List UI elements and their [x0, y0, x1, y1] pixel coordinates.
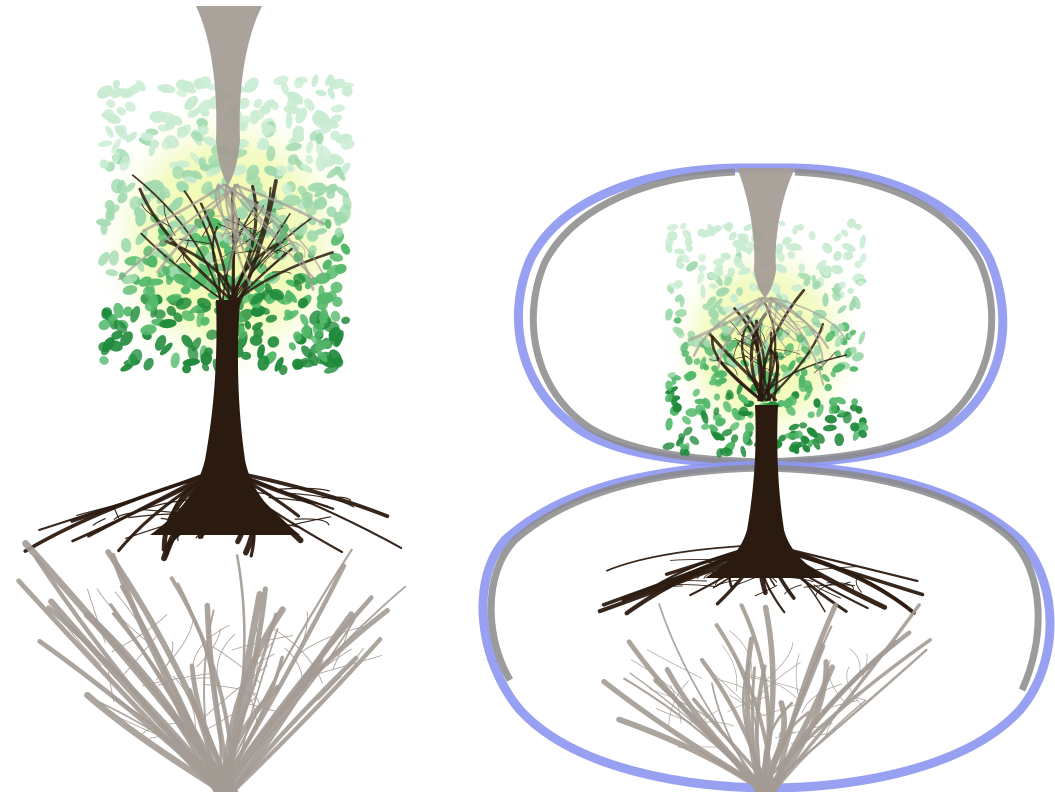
leaf	[688, 434, 701, 447]
root	[217, 634, 235, 683]
leaf	[666, 223, 678, 232]
root	[218, 566, 344, 792]
leaf	[740, 235, 748, 245]
leaf	[98, 355, 110, 366]
leaf	[674, 248, 685, 255]
root-system	[25, 470, 401, 558]
root	[163, 615, 194, 669]
leaf	[822, 293, 828, 307]
leaf	[834, 433, 844, 446]
leaf	[719, 370, 724, 377]
leaf	[833, 232, 843, 243]
right-panel	[483, 168, 1050, 790]
leaf	[330, 104, 346, 114]
leaf	[315, 89, 327, 98]
leaf	[859, 234, 867, 249]
root	[773, 605, 919, 790]
leaf	[104, 124, 116, 139]
leaf	[310, 74, 320, 88]
leaf	[808, 230, 816, 241]
ghost-root-reflection	[604, 604, 930, 790]
left-panel	[19, 6, 405, 792]
leaf	[97, 139, 113, 148]
ghost-root-reflection	[19, 543, 405, 792]
leaf	[105, 98, 117, 110]
leaf	[665, 417, 674, 431]
root	[93, 519, 105, 526]
leaf	[662, 441, 676, 451]
leaf	[849, 366, 858, 372]
root-system	[600, 545, 923, 613]
leaf	[102, 307, 113, 318]
leaf	[778, 220, 786, 228]
leaf	[679, 222, 688, 231]
root	[295, 519, 329, 525]
